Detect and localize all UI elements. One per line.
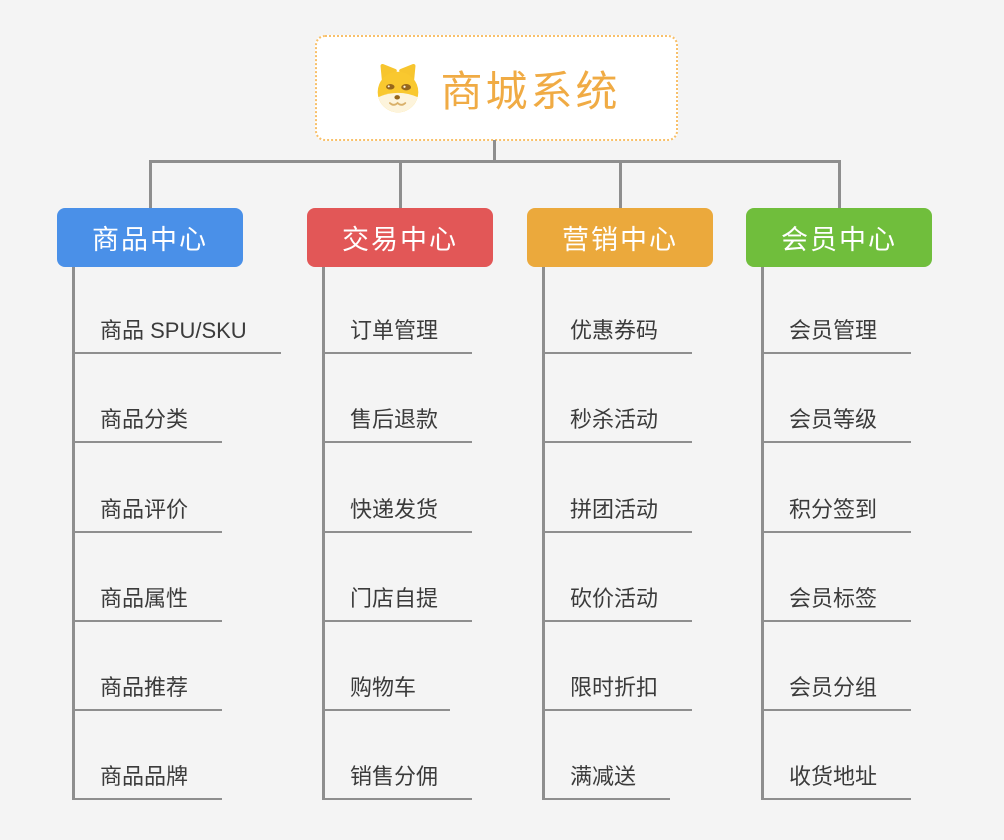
sub-topic-member-center-3[interactable]: 积分签到 xyxy=(761,499,912,533)
branch-topic-label: 营销中心 xyxy=(562,225,678,255)
connector-branch-drop-marketing-center xyxy=(619,160,622,208)
sub-topic-product-center-3[interactable]: 商品评价 xyxy=(72,499,223,533)
branch-topic-label: 交易中心 xyxy=(342,225,458,255)
branch-topic-product-center[interactable]: 商品中心 xyxy=(57,208,243,267)
sub-topic-trade-center-3[interactable]: 快递发货 xyxy=(322,499,473,533)
sub-topic-product-center-5[interactable]: 商品推荐 xyxy=(72,677,223,711)
branch-spine-marketing-center xyxy=(542,267,545,800)
sub-topic-product-center-2[interactable]: 商品分类 xyxy=(72,409,223,443)
branch-spine-trade-center xyxy=(322,267,325,800)
connector-branch-drop-product-center xyxy=(149,160,152,208)
sub-topic-member-center-4[interactable]: 会员标签 xyxy=(761,588,912,622)
sub-topic-marketing-center-5[interactable]: 限时折扣 xyxy=(542,677,693,711)
branch-topic-member-center[interactable]: 会员中心 xyxy=(746,208,932,267)
sub-topic-trade-center-2[interactable]: 售后退款 xyxy=(322,409,473,443)
sub-topic-trade-center-1[interactable]: 订单管理 xyxy=(322,320,473,354)
branch-topic-label: 会员中心 xyxy=(781,225,897,255)
sub-topic-trade-center-5[interactable]: 购物车 xyxy=(322,677,451,711)
sub-topic-trade-center-4[interactable]: 门店自提 xyxy=(322,588,473,622)
sub-topic-member-center-1[interactable]: 会员管理 xyxy=(761,320,912,354)
root-topic[interactable]: 商城系统 xyxy=(315,35,678,141)
sub-topic-marketing-center-2[interactable]: 秒杀活动 xyxy=(542,409,693,443)
sub-topic-member-center-5[interactable]: 会员分组 xyxy=(761,677,912,711)
root-topic-title: 商城系统 xyxy=(440,67,621,115)
branch-topic-marketing-center[interactable]: 营销中心 xyxy=(527,208,713,267)
connector-root-drop xyxy=(493,140,496,163)
sub-topic-member-center-2[interactable]: 会员等级 xyxy=(761,409,912,443)
sub-topic-marketing-center-4[interactable]: 砍价活动 xyxy=(542,588,693,622)
branch-spine-product-center xyxy=(72,267,75,800)
branch-topic-trade-center[interactable]: 交易中心 xyxy=(307,208,493,267)
sub-topic-marketing-center-3[interactable]: 拼团活动 xyxy=(542,499,693,533)
sub-topic-trade-center-6[interactable]: 销售分佣 xyxy=(322,766,473,800)
sub-topic-product-center-4[interactable]: 商品属性 xyxy=(72,588,223,622)
branch-spine-member-center xyxy=(761,267,764,800)
sub-topic-marketing-center-6[interactable]: 满减送 xyxy=(542,766,671,800)
branch-topic-label: 商品中心 xyxy=(92,225,208,255)
sub-topic-member-center-6[interactable]: 收货地址 xyxy=(761,766,912,800)
connector-branch-drop-trade-center xyxy=(399,160,402,208)
sub-topic-marketing-center-1[interactable]: 优惠券码 xyxy=(542,320,693,354)
sub-topic-product-center-6[interactable]: 商品品牌 xyxy=(72,766,223,800)
doge-icon xyxy=(378,64,419,113)
sub-topic-product-center-1[interactable]: 商品 SPU/SKU xyxy=(72,320,281,354)
connector-branch-drop-member-center xyxy=(838,160,841,208)
connector-bus xyxy=(149,160,841,163)
